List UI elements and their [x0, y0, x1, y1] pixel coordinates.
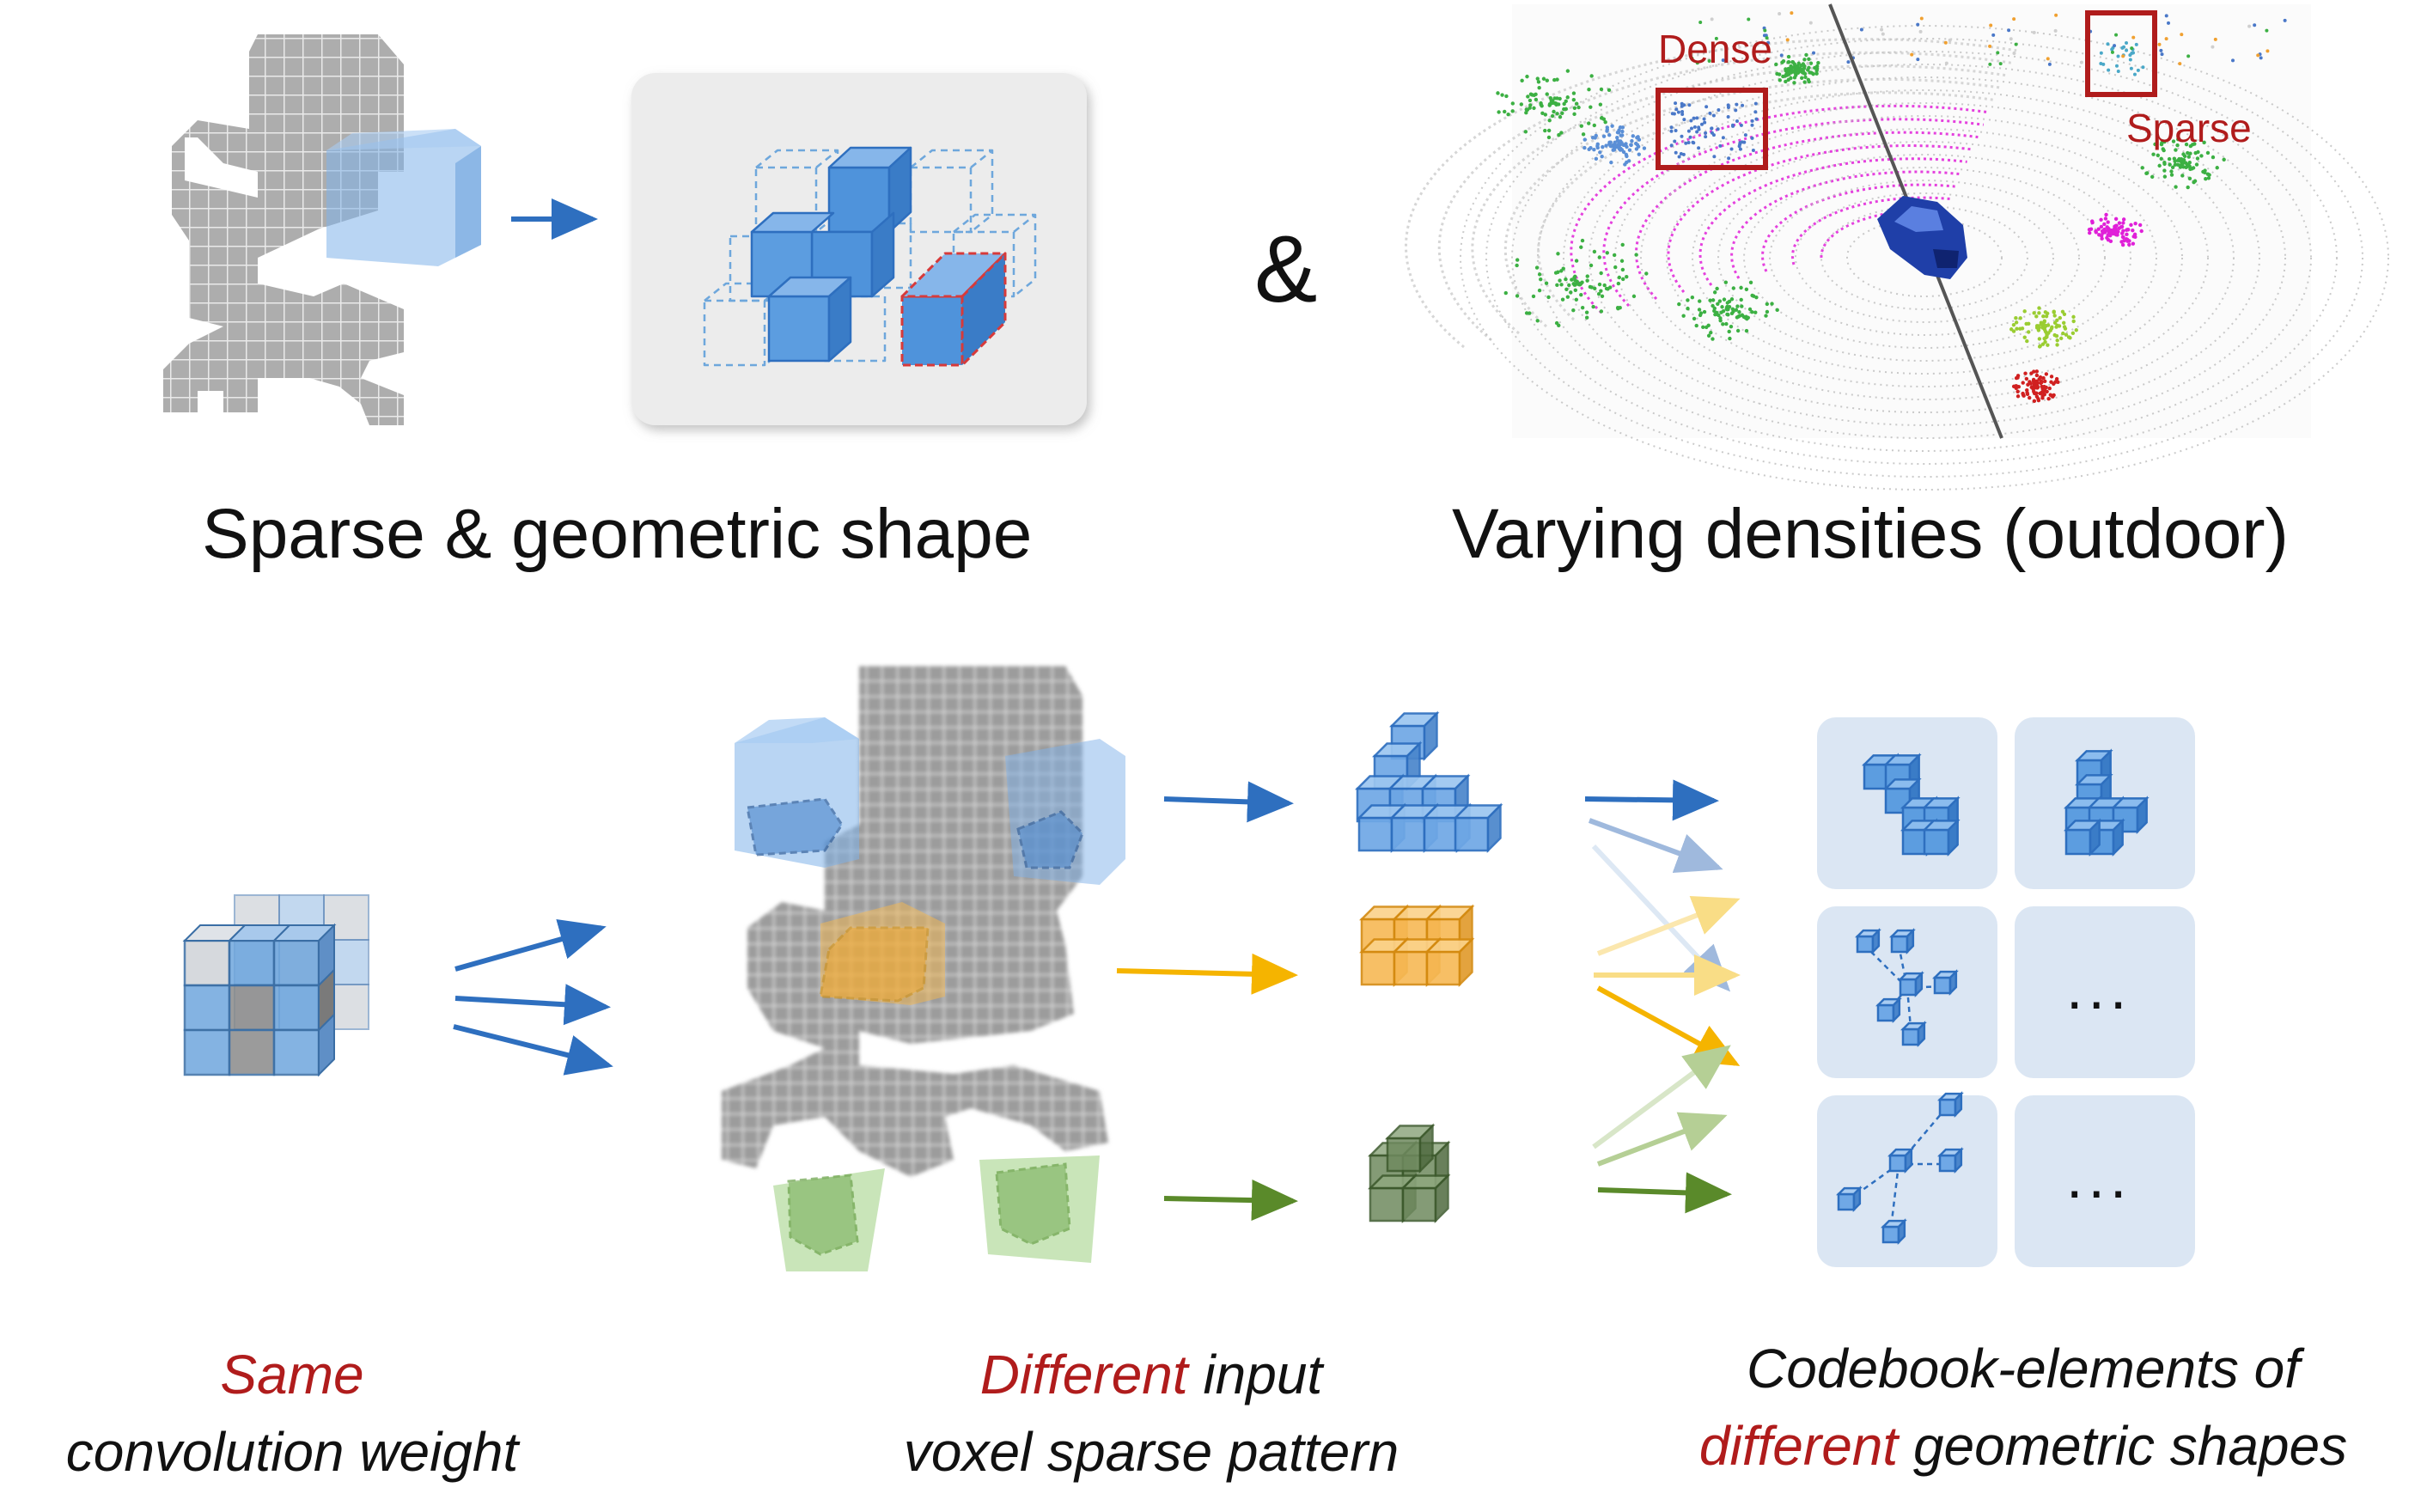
arrow-kernel-3	[453, 1024, 613, 1076]
caption-codebook-rest: geometric shapes	[1898, 1415, 2348, 1477]
lidar-point-cloud	[1405, 3, 2389, 491]
orange-region	[819, 902, 945, 1005]
codebook-grid	[1817, 717, 2195, 1267]
car	[1877, 196, 1967, 279]
green-shape	[1367, 1123, 1451, 1224]
caption-sparse-geometric: Sparse & geometric shape	[202, 495, 1033, 573]
codebook-ellipsis-2: ...	[2066, 1143, 2132, 1210]
caption-same-weight: Same convolution weight	[43, 1336, 541, 1491]
codebook-cell-5	[1817, 1095, 1997, 1267]
blue-kernel-cube-top	[326, 129, 481, 266]
sparse-label: Sparse	[2126, 106, 2252, 150]
arrow-to-orange-shape	[1116, 953, 1298, 995]
caption-codebook-different: different	[1698, 1415, 1899, 1477]
arrow-to-blue-shape	[1163, 781, 1294, 823]
voxel-chair-top	[163, 34, 404, 425]
green-region-right	[979, 1155, 1100, 1263]
caption-different-word: Different	[979, 1344, 1188, 1405]
caption-different-line2: voxel sparse pattern	[903, 1421, 1400, 1483]
dense-region-box	[1656, 88, 1768, 170]
sparse-region-box	[2085, 10, 2157, 97]
blue-region-right	[1005, 739, 1125, 885]
caption-input-word: input	[1187, 1344, 1323, 1405]
caption-same-line2: convolution weight	[65, 1421, 519, 1483]
caption-same-word: Same	[220, 1344, 364, 1405]
caption-codebook: Codebook-elements of different geometric…	[1650, 1330, 2397, 1485]
orange-shape	[1358, 904, 1475, 988]
blue-region-left	[735, 717, 859, 868]
codebook-cell-6	[2015, 1095, 2195, 1267]
arrow-kernel-2	[454, 984, 611, 1026]
caption-codebook-line1: Codebook-elements of	[1747, 1338, 2300, 1399]
conv-kernel-cube	[182, 894, 369, 1077]
arrow-to-green-shape	[1163, 1180, 1298, 1222]
arrow-kernel-1	[454, 918, 607, 972]
sparse-voxel-pattern	[703, 146, 1037, 367]
caption-different-input: Different input voxel sparse pattern	[876, 1336, 1426, 1491]
green-region-left	[773, 1168, 885, 1271]
dense-label: Dense	[1658, 27, 1772, 71]
ampersand: &	[1254, 216, 1318, 322]
caption-varying-densities: Varying densities (outdoor)	[1452, 495, 2289, 573]
blue-shape	[1354, 710, 1503, 854]
codebook-cell-4	[2015, 906, 2195, 1078]
codebook-arrows	[1584, 779, 1741, 1214]
codebook-ellipsis-1: ...	[2066, 954, 2132, 1021]
